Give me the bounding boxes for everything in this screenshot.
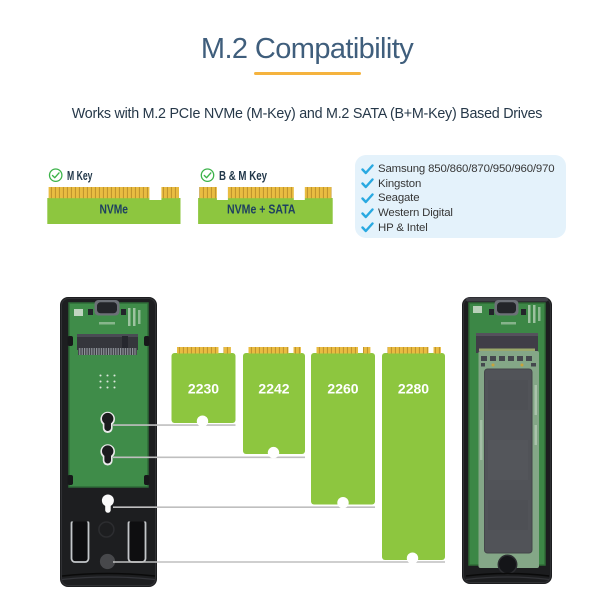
svg-text:NVMe: NVMe (100, 202, 129, 217)
svg-text:2242: 2242 (258, 381, 289, 397)
svg-text:2280: 2280 (398, 381, 429, 397)
svg-text:2260: 2260 (327, 381, 358, 397)
svg-text:M Key: M Key (67, 168, 93, 183)
svg-text:2230: 2230 (188, 381, 219, 397)
svg-text:NVMe + SATA: NVMe + SATA (227, 202, 296, 217)
svg-text:B & M Key: B & M Key (219, 168, 268, 183)
